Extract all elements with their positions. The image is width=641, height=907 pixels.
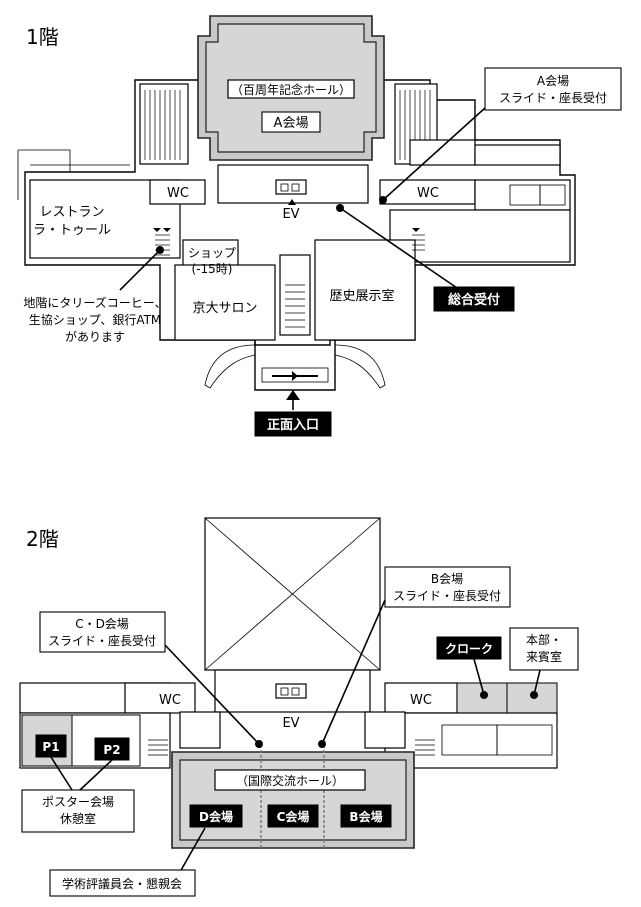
b-room-label: B会場 bbox=[349, 809, 382, 824]
hall-a-label: A会場 bbox=[274, 116, 309, 131]
shop-label-line2: (-15時) bbox=[192, 262, 233, 276]
honbu-line2: 来賓室 bbox=[526, 649, 562, 664]
honbu-callout: 本部・ 来賓室 bbox=[509, 627, 579, 699]
hall-name-box-floor2 bbox=[214, 769, 366, 791]
wc-floor1-left[interactable] bbox=[149, 179, 206, 205]
elevator-floor2 bbox=[275, 683, 307, 699]
history-room-label: 歴史展示室 bbox=[329, 288, 394, 304]
hall-name-floor2: （国際交流ホール） bbox=[236, 773, 344, 788]
callout-a-line1: A会場 bbox=[537, 74, 569, 88]
entrance-label: 正面入口 bbox=[267, 418, 319, 433]
ev-floor2-label: EV bbox=[282, 716, 299, 731]
main-entrance: 正面入口 bbox=[254, 390, 332, 437]
poster-line1: ポスター会場 bbox=[42, 795, 114, 809]
basement-note-line2: 生協ショップ、銀行ATM bbox=[29, 312, 162, 327]
stairs-floor2-left bbox=[148, 739, 168, 756]
b-room-badge bbox=[340, 804, 392, 828]
reception-label: 総合受付 bbox=[448, 292, 500, 308]
wc-floor2-left[interactable] bbox=[124, 682, 196, 714]
cloak-label: クローク bbox=[445, 642, 493, 656]
basement-note-line3: があります bbox=[65, 329, 125, 344]
c-room-label: C会場 bbox=[277, 809, 310, 824]
poster-line2: 休憩室 bbox=[60, 811, 96, 826]
p1-label: P1 bbox=[42, 740, 59, 754]
callout-reception: 総合受付 bbox=[336, 204, 515, 312]
p2-label: P2 bbox=[103, 743, 120, 757]
wc-floor2-left-label: WC bbox=[159, 693, 181, 708]
hall-name-floor1: （百周年記念ホール） bbox=[231, 82, 351, 97]
callout-b-line2: スライド・座長受付 bbox=[393, 588, 501, 603]
floor1-title: 1階 bbox=[26, 25, 59, 49]
salon-label: 京大サロン bbox=[192, 301, 257, 316]
cloak-callout: クローク bbox=[436, 636, 502, 699]
callout-a-line2: スライド・座長受付 bbox=[499, 90, 607, 105]
history-exhibit-room bbox=[314, 239, 416, 341]
hall-a-label-box bbox=[261, 111, 321, 133]
floor2-title: 2階 bbox=[26, 527, 59, 551]
committee-label: 学術評議員会・懇親会 bbox=[62, 876, 182, 891]
shop-label-line1: ショップ bbox=[188, 246, 236, 260]
basement-note-line1: 地階にタリーズコーヒー、 bbox=[23, 295, 166, 310]
c-room-badge bbox=[267, 804, 319, 828]
ev-floor1-label: EV bbox=[282, 207, 299, 222]
honbu-line1: 本部・ bbox=[526, 632, 562, 647]
callout-a: A会場 スライド・座長受付 bbox=[379, 67, 622, 204]
hall-name-box bbox=[227, 79, 355, 99]
wc-floor1-right-label: WC bbox=[417, 186, 439, 201]
callout-b-line1: B会場 bbox=[431, 572, 463, 586]
stairs-left-top bbox=[139, 83, 189, 165]
floor1-plan bbox=[17, 15, 576, 391]
kyodai-salon bbox=[174, 264, 276, 341]
committee-callout: 学術評議員会・懇親会 bbox=[49, 827, 206, 897]
elevator bbox=[275, 179, 307, 195]
basement-note: 地階にタリーズコーヒー、 生協ショップ、銀行ATM があります bbox=[23, 246, 167, 344]
callout-cd-line1: C・D会場 bbox=[75, 617, 129, 631]
poster-callout: ポスター会場 休憩室 bbox=[21, 756, 135, 833]
callout-cd: C・D会場 スライド・座長受付 bbox=[39, 611, 263, 748]
central-stairs bbox=[279, 254, 311, 336]
wc-floor2-right-label: WC bbox=[410, 693, 432, 708]
restaurant-label-line1: レストラン bbox=[39, 205, 104, 220]
wc-floor1-left-label: WC bbox=[167, 186, 189, 201]
callout-b: B会場 スライド・座長受付 bbox=[318, 566, 511, 748]
d-room-label: D会場 bbox=[199, 809, 233, 824]
stairs-floor2-right bbox=[415, 739, 435, 756]
callout-cd-line2: スライド・座長受付 bbox=[48, 633, 156, 648]
restaurant-label-line2: ラ・トゥール bbox=[33, 223, 111, 238]
d-room-badge bbox=[189, 804, 243, 828]
wc-floor1-right[interactable] bbox=[379, 179, 476, 205]
